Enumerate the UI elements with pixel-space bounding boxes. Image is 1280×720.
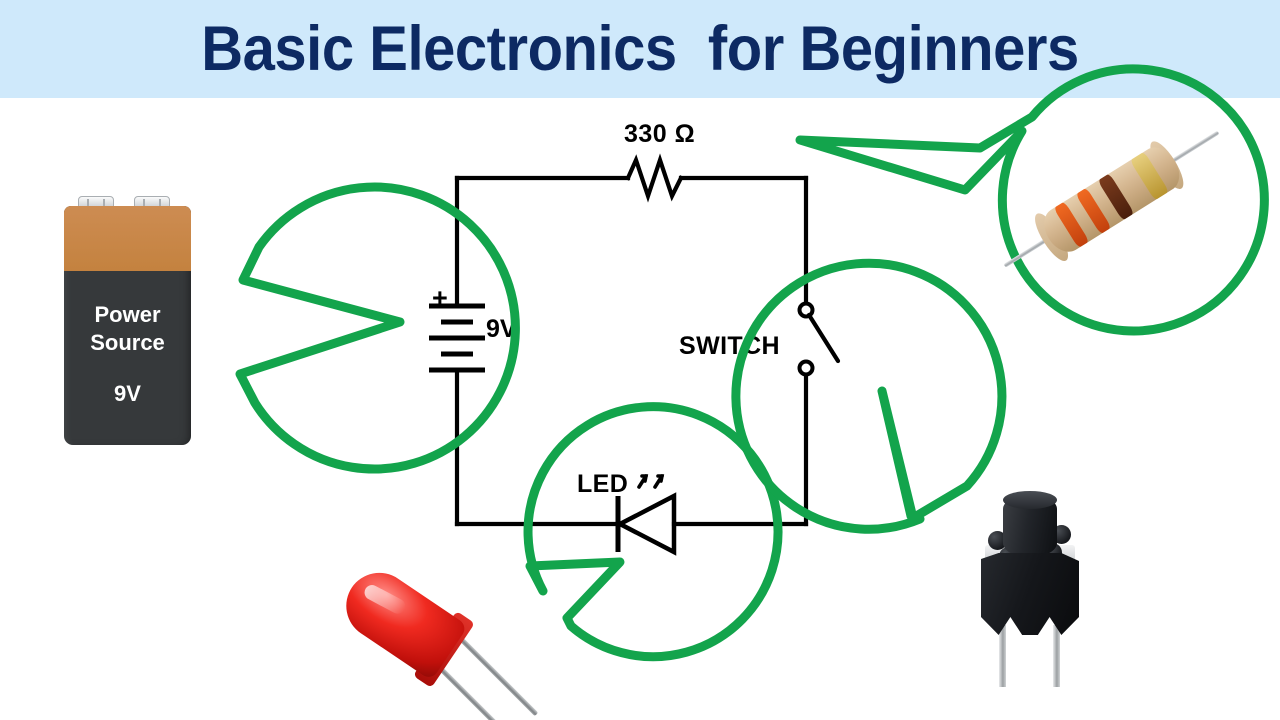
led-symbol (615, 474, 677, 556)
page-title: Basic Electronics for Beginners (201, 13, 1079, 84)
push-button-actuator-top (1003, 491, 1057, 509)
push-button-leg-left (999, 625, 1006, 687)
led-label: LED (577, 470, 629, 498)
push-button-photo (955, 491, 1125, 695)
led-lead-cathode (438, 666, 519, 720)
switch-symbol (797, 301, 841, 377)
resistor-photo (1003, 120, 1220, 280)
led-lead-anode (458, 636, 539, 717)
battery-polarity-label: + (432, 283, 448, 313)
resistor-body (1036, 140, 1187, 259)
battery-caption-line-3: 9V (114, 381, 141, 406)
push-button-post-left (988, 531, 1007, 550)
battery-symbol (429, 303, 485, 373)
header-band (0, 0, 1280, 98)
battery-callout-outline (235, 182, 520, 474)
switch-callout-outline (731, 258, 1007, 534)
battery-caption-line-2: Source (90, 330, 165, 355)
switch-label: SWITCH (679, 332, 780, 360)
led-highlight (361, 582, 408, 617)
push-button-body (981, 553, 1079, 635)
led-photo (330, 560, 550, 720)
battery-top-label-band (64, 206, 191, 271)
resistor-photo-rotated (1003, 127, 1220, 273)
battery-caption-line-1: Power (94, 302, 161, 327)
resistor-band-gold (1129, 151, 1170, 201)
push-button-leg-right (1053, 625, 1060, 687)
resistor-symbol (625, 153, 684, 203)
resistor-value-label: 330 Ω (624, 120, 696, 148)
battery-photo: Power Source 9V (64, 196, 191, 445)
